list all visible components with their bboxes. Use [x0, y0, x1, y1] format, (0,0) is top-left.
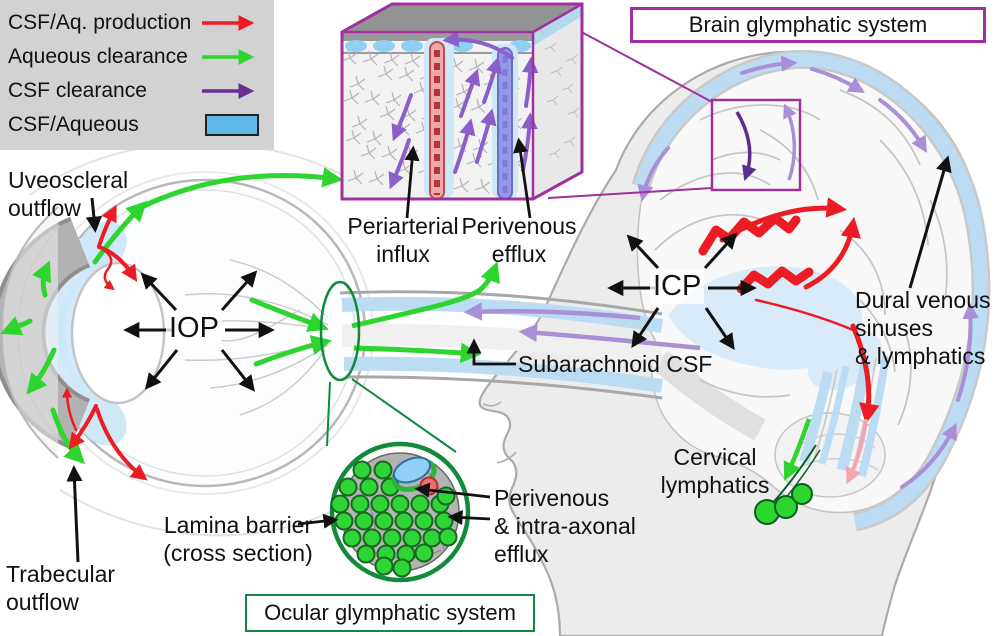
label-subarachnoid-csf: Subarachnoid CSF	[518, 351, 713, 377]
cortical-csf-band	[634, 52, 989, 529]
legend-label: CSF/Aq. production	[8, 11, 192, 34]
legend-item-aqueous-clearance: Aqueous clearance	[8, 42, 264, 72]
legend-item-csf-aqueous: CSF/Aqueous	[8, 110, 264, 140]
legend-label: CSF clearance	[8, 79, 147, 102]
purple-arrow-icon	[202, 83, 255, 99]
label-icp: ICP	[650, 269, 705, 305]
label-periarterial-influx: Periarterial influx	[347, 213, 459, 268]
icp-arrows	[607, 232, 757, 351]
lens	[70, 261, 166, 405]
legend-item-csf-production: CSF/Aq. production	[8, 8, 264, 38]
legend-label: CSF/Aqueous	[8, 113, 139, 136]
cube-inset	[340, 2, 584, 201]
red-arrow-icon	[202, 15, 255, 31]
choroid-plexus	[698, 213, 814, 294]
legend-item-csf-clearance: CSF clearance	[8, 76, 264, 106]
label-lamina-barrier: Lamina barrier (cross section)	[163, 512, 313, 567]
label-perivenous-efflux: Perivenous efflux	[461, 213, 577, 268]
optic-nerve	[339, 261, 701, 400]
brain-zoom-rect	[710, 98, 802, 192]
csf-production-arrows	[719, 197, 880, 485]
lymph-node	[774, 495, 798, 519]
label-cervical-lymphatics: Cervical lymphatics	[660, 444, 770, 499]
cervical-lymphatics	[754, 418, 821, 525]
aqueous-clearance-arrows	[0, 167, 344, 465]
axon-bundles	[330, 460, 458, 578]
annotation-arrows	[66, 137, 952, 563]
ventricle-csf	[668, 266, 863, 370]
central-vein	[392, 456, 432, 484]
label-dural-venous-sinuses: Dural venous sinuses & lymphatics	[855, 287, 991, 370]
iop-arrows	[123, 270, 275, 392]
magnifier-ellipse	[319, 280, 361, 382]
green-arrow-icon	[202, 49, 255, 65]
aqueous-production-arrows	[61, 204, 148, 481]
ocular-glymphatic-title: Ocular glymphatic system	[245, 594, 535, 632]
cornea	[0, 206, 59, 459]
legend-label: Aqueous clearance	[8, 45, 188, 68]
label-iop: IOP	[166, 311, 222, 347]
label-trabecular-outflow: Trabecular outflow	[6, 561, 116, 616]
blue-swatch-icon	[205, 114, 259, 136]
lymph-node	[791, 483, 813, 505]
label-perivenous-intraaxonal: Perivenous & intra-axonal efflux	[494, 485, 636, 568]
legend: CSF/Aq. production Aqueous clearance CSF…	[0, 0, 274, 150]
label-uveoscleral-outflow: Uveoscleral outflow	[8, 167, 129, 222]
brain-glymphatic-title: Brain glymphatic system	[630, 7, 986, 43]
